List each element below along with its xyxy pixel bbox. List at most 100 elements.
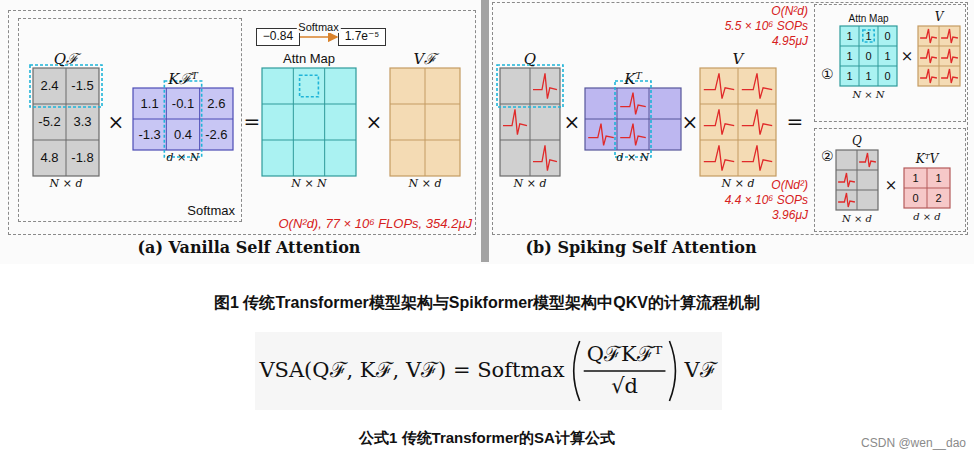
matrix-grid — [918, 26, 960, 86]
figure-panel: (a) Vanilla Self AttentionSoftmaxQℱ2.4-1… — [8, 10, 476, 235]
dimension-label: d × N — [167, 152, 200, 164]
grid-line — [939, 26, 940, 86]
spike-trace — [533, 145, 557, 170]
grid-line — [585, 119, 681, 120]
grid-line — [66, 68, 67, 176]
dashed-group: SoftmaxQℱ2.4-1.5-5.23.34.8-1.8N × dKℱᵀ1.… — [18, 18, 242, 222]
annotation-label: × — [682, 111, 699, 133]
matrix-fill — [390, 68, 460, 176]
spike-trace — [941, 49, 958, 63]
formula-part: VSA(Qℱ, Kℱ, Vℱ) = Softmax — [259, 359, 564, 382]
dimension-label: N × d — [722, 178, 755, 190]
matrix-cell: 4.8 — [40, 151, 58, 165]
annotation-label: 5.5 × 10⁶ SOPs — [725, 20, 808, 33]
spike-trace — [704, 145, 734, 170]
matrix-block: QN × d — [500, 50, 560, 192]
matrix-fill — [918, 26, 960, 86]
panel-heading: (a) Vanilla Self Attention — [138, 239, 361, 257]
spike-trace — [838, 173, 855, 187]
value-text: −0.84 — [263, 30, 293, 43]
matrix-block: QN × d — [836, 134, 878, 226]
fraction-bar — [584, 370, 666, 371]
annotation-label: 公式1 传统Transformer的SA计算公式 — [359, 430, 615, 447]
matrix-block: Attn Map110101110N × N — [840, 10, 897, 102]
arrow-connector — [300, 36, 337, 38]
annotation-label: × — [885, 177, 898, 194]
matrix-block: Kᵀd × N — [585, 70, 681, 166]
grid-line — [166, 88, 167, 150]
matrix-grid — [700, 68, 776, 176]
grid-line — [133, 119, 233, 120]
panel-divider — [481, 0, 489, 262]
dimension-label: d × N — [617, 152, 650, 164]
spike-trace — [588, 124, 614, 146]
spike-trace — [533, 73, 557, 98]
matrix-name: Vℱ — [414, 51, 437, 68]
matrix-fill — [33, 68, 99, 176]
matrix-cell: -2.6 — [205, 127, 227, 141]
spike-trace — [838, 193, 855, 207]
matrix-cell: 1 — [846, 30, 852, 42]
matrix-cell: 1 — [865, 30, 871, 42]
matrix-grid — [262, 68, 356, 176]
matrix-name: Qℱ — [54, 51, 78, 68]
annotation-label: O(N²d), 77 × 10⁶ FLOPs, 354.2μJ — [278, 217, 472, 231]
annotation-label: × — [564, 111, 581, 133]
matrix-cell: -0.1 — [172, 96, 194, 110]
annotation-label: × — [366, 111, 383, 133]
annotation-label: × — [901, 48, 914, 65]
matrix-name: Q — [852, 135, 862, 148]
matrix-name: Kℱᵀ — [168, 71, 198, 88]
matrix-block: VN × d — [700, 50, 776, 192]
grid-line — [857, 150, 858, 210]
matrix-grid — [836, 150, 878, 210]
spike-trace — [941, 29, 958, 43]
formula-part: QℱKℱᵀ — [587, 344, 663, 367]
spike-trace — [920, 69, 937, 83]
figure-caption: 图1 传统Transformer模型架构与Spikformer模型架构中QKV的… — [214, 294, 760, 312]
grid-line — [738, 68, 739, 176]
formula-part: Vℱ — [684, 359, 716, 382]
matrix-cell: -5.2 — [38, 115, 60, 129]
matrix-name: Attn Map — [848, 13, 888, 24]
matrix-cell: 0.4 — [174, 127, 192, 141]
dimension-label: d × d — [913, 211, 941, 222]
annotation-label: 4.4 × 10⁶ SOPs — [725, 194, 808, 207]
matrix-fill — [904, 168, 950, 208]
matrix-name: V — [935, 11, 944, 24]
grid-line — [859, 26, 860, 86]
matrix-block: Kℱᵀ1.1-0.12.6-1.30.4-2.6d × N — [133, 70, 233, 166]
matrix-cell: 1 — [884, 50, 890, 62]
annotation-label: 3.96μJ — [772, 209, 808, 222]
formula-paren — [574, 341, 580, 401]
matrix-grid — [500, 68, 560, 176]
matrix-cell: 0 — [912, 192, 918, 204]
value-box: −0.84 — [256, 28, 300, 46]
grid-line — [530, 68, 531, 176]
matrix-fill — [500, 68, 560, 176]
group-label: ① — [821, 67, 834, 82]
spike-trace — [742, 109, 772, 134]
value-text: 1.7e⁻⁵ — [345, 30, 380, 43]
highlight-frame — [30, 65, 102, 107]
spike-trace — [620, 93, 646, 115]
grid-line — [840, 66, 897, 67]
edge-label: Softmax — [296, 21, 340, 33]
panel-heading: (b) Spiking Self Attention — [525, 239, 756, 257]
dimension-label: N × d — [514, 178, 547, 190]
dimension-label: N × N — [291, 178, 326, 190]
annotation-label: = — [787, 111, 804, 133]
matrix-fill — [700, 68, 776, 176]
formula-ground — [255, 332, 722, 410]
matrix-block: V — [918, 10, 960, 86]
matrix-fill — [836, 150, 878, 210]
spike-trace — [920, 29, 937, 43]
matrix-block: Vℱ N × d — [390, 50, 460, 192]
grid-line — [927, 168, 928, 208]
matrix-cell: -1.5 — [71, 79, 93, 93]
grid-line — [649, 88, 650, 150]
dashed-group: ①Attn Map110101110N × NV — [814, 4, 966, 122]
dimension-label: N × d — [409, 178, 442, 190]
annotation-label: CSDN @wen__dao — [861, 437, 966, 450]
